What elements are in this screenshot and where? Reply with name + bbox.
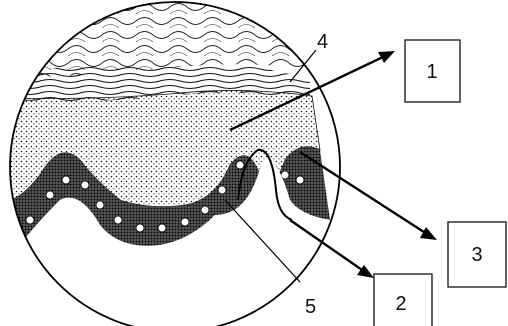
label-3: 3 bbox=[471, 244, 482, 266]
label-box-2: 2 bbox=[374, 274, 432, 326]
label-1: 1 bbox=[426, 61, 437, 83]
label-box-1: 1 bbox=[405, 40, 460, 102]
arrowhead-3 bbox=[420, 227, 437, 240]
label-2: 2 bbox=[395, 293, 406, 315]
label-box-3: 3 bbox=[448, 222, 506, 287]
label-4: 4 bbox=[317, 31, 328, 53]
label-5: 5 bbox=[305, 296, 316, 318]
